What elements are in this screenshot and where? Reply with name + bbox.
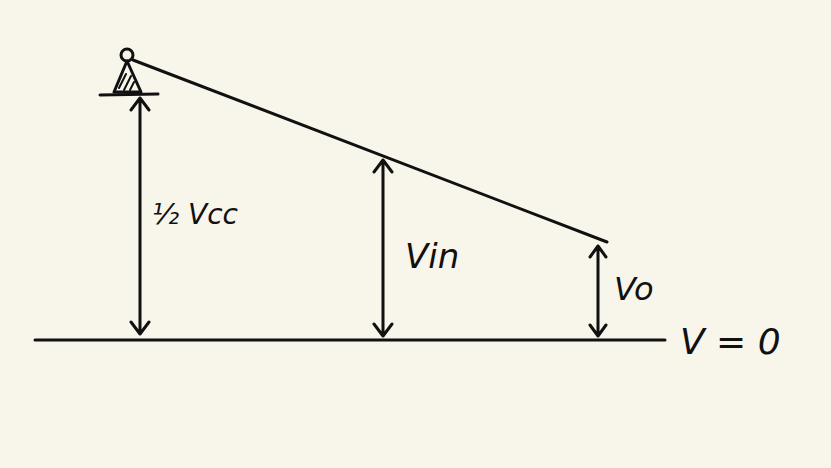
pivot-triangle xyxy=(114,61,141,92)
pivot-circle xyxy=(121,49,133,61)
voltage-label: Vo xyxy=(614,272,654,307)
dimension-arrow xyxy=(590,246,606,336)
potential-line xyxy=(133,60,607,242)
pivot-base xyxy=(100,94,158,95)
ground-line xyxy=(35,339,665,342)
dimension-arrow xyxy=(131,98,149,334)
voltage-label: ½ Vcc xyxy=(152,200,238,231)
dimension-arrow xyxy=(374,160,392,336)
voltage-label: Vin xyxy=(405,238,459,275)
pivot-hatching xyxy=(119,74,134,90)
ground-label: V = 0 xyxy=(680,322,781,362)
